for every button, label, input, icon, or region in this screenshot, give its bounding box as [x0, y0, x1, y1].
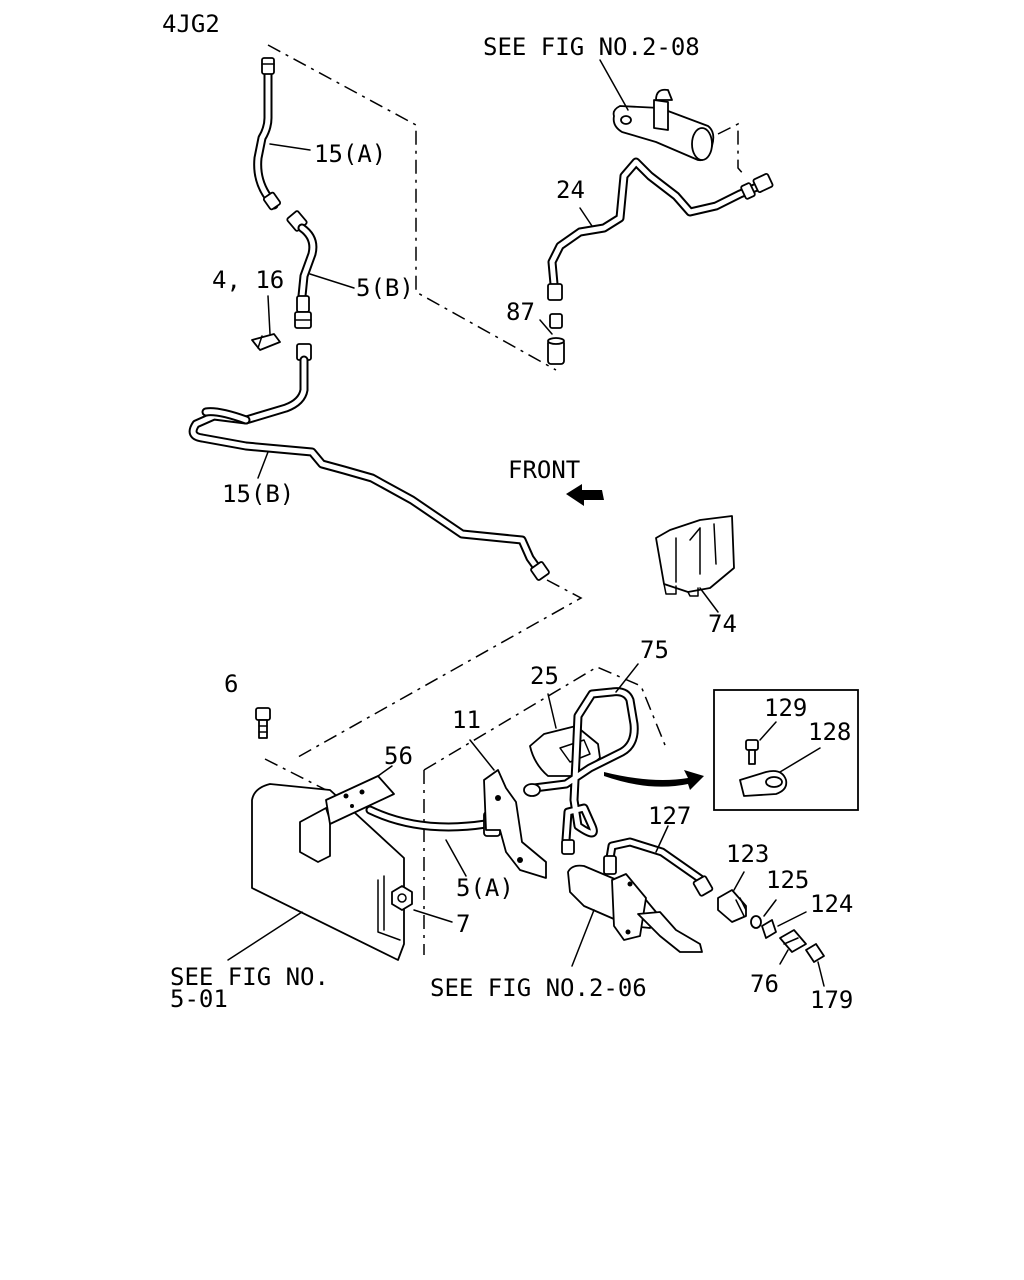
pipe-127: [605, 825, 714, 897]
hose-5b: [286, 210, 318, 329]
callout-5b: 5(B): [356, 274, 414, 302]
clip-74: [655, 515, 735, 613]
callout-5a: 5(A): [456, 874, 514, 902]
callout-labels: 15(A) 5(B) 4, 16 15(B) 24 87 74 6 56 11 …: [212, 140, 853, 1014]
callout-24: 24: [556, 176, 585, 204]
bracket-11: [469, 739, 547, 879]
callout-125: 125: [766, 866, 809, 894]
detail-box: [713, 689, 859, 811]
clip-4-16: [251, 333, 281, 351]
see-fig-5-01-line2: 5-01: [170, 985, 228, 1013]
pipe-15a: [253, 57, 282, 211]
callout-15a: 15(A): [314, 140, 386, 168]
see-fig-5-01-line1: SEE FIG NO.: [170, 963, 329, 991]
front-label: FRONT: [508, 456, 580, 484]
callout-25: 25: [530, 662, 559, 690]
bolt-6: [255, 707, 271, 739]
bracket-56: [299, 765, 395, 863]
callout-56: 56: [384, 742, 413, 770]
bleeder-76: [779, 929, 807, 965]
pipe-15b: [188, 343, 550, 581]
leader-lines: [257, 143, 593, 479]
see-fig-2-08: SEE FIG NO.2-08: [483, 33, 700, 61]
callout-74: 74: [708, 610, 737, 638]
diagram-code: 4JG2: [162, 10, 220, 38]
see-fig-2-06: SEE FIG NO.2-06: [430, 974, 647, 1002]
callout-7: 7: [456, 910, 470, 938]
callout-76: 76: [750, 970, 779, 998]
callout-179: 179: [810, 986, 853, 1014]
callout-15b: 15(B): [222, 480, 294, 508]
frame-member: [227, 783, 405, 961]
callout-75: 75: [640, 636, 669, 664]
callout-4-16: 4, 16: [212, 266, 284, 294]
fitting-124: [761, 911, 807, 939]
boundary-lines: [264, 44, 746, 955]
master-cylinder-upper: [599, 59, 715, 162]
clutch-cylinder-lower: [567, 855, 703, 967]
front-arrow-icon: [566, 484, 604, 506]
callout-128: 128: [808, 718, 851, 746]
fitting-123: [717, 871, 747, 923]
cap-179: [805, 943, 825, 987]
pipe-75: [523, 663, 639, 855]
washer-125: [750, 899, 777, 929]
callout-123: 123: [726, 840, 769, 868]
callout-11: 11: [452, 706, 481, 734]
connector-87: [547, 313, 565, 365]
callout-87: 87: [506, 298, 535, 326]
pipe-24: [547, 157, 774, 301]
callout-124: 124: [810, 890, 853, 918]
detail-pointer-arrow-icon: [604, 770, 704, 790]
callout-129: 129: [764, 694, 807, 722]
callout-6: 6: [224, 670, 238, 698]
nut-7: [391, 885, 453, 923]
callout-127: 127: [648, 802, 691, 830]
